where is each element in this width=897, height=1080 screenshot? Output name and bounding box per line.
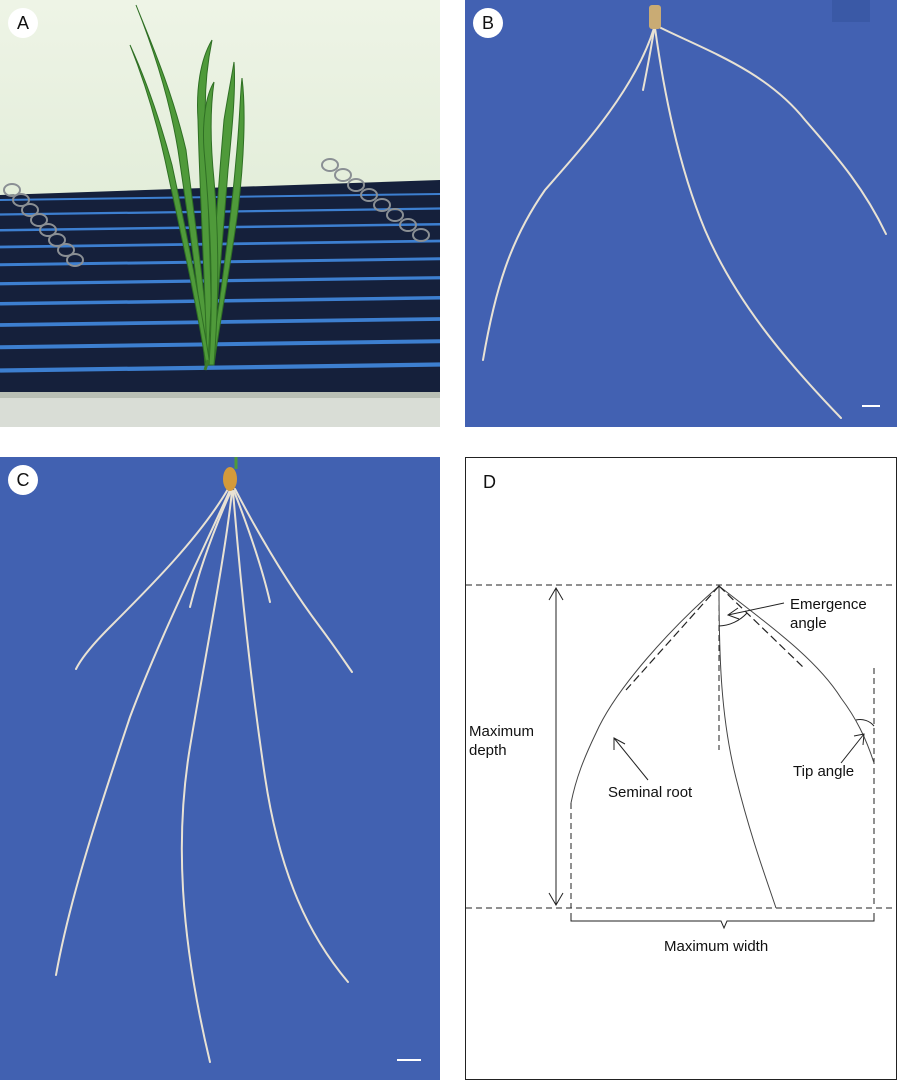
diagram-roots: [570, 585, 875, 909]
tray-stripe: [0, 339, 440, 350]
emergence-label-line1: Emergence: [790, 596, 867, 613]
panel-c-roots: [55, 488, 353, 1063]
pointer-arrows: [613, 602, 865, 781]
tray-clip: [412, 228, 430, 242]
panel-d-schematic: D: [465, 457, 897, 1080]
tray-clip: [373, 198, 391, 212]
panel-d-letter: D: [483, 472, 496, 492]
emergence-label-line2: angle: [790, 615, 827, 632]
tray-stripe: [0, 276, 440, 286]
tray-clip: [66, 253, 84, 267]
max-depth-label-line1: Maximum: [469, 723, 534, 740]
tray-clip: [57, 243, 75, 257]
tip-angle-label: Tip angle: [793, 763, 854, 780]
seed: [223, 467, 237, 491]
panel-c-image: [0, 457, 440, 1080]
panel-c-letter: C: [8, 465, 38, 495]
tray-clip: [39, 223, 57, 237]
tray-clip: [21, 203, 39, 217]
seminal-root-label: Seminal root: [608, 784, 693, 801]
max-depth-arrow: [548, 587, 564, 906]
right-tangent-line: [718, 585, 805, 669]
panel-b-letter: B: [473, 8, 503, 38]
tray-clip: [360, 188, 378, 202]
tip-angle-arc: [855, 719, 875, 727]
panel-a-letter: A: [8, 8, 38, 38]
panel-b-root-photo: B: [465, 0, 897, 427]
tray-clip: [3, 183, 21, 197]
tray-clip: [334, 168, 352, 182]
tray-clip: [48, 233, 66, 247]
tray-stripe: [0, 362, 440, 373]
tray-clips: [3, 158, 430, 267]
seed: [649, 5, 661, 29]
tray-clip: [347, 178, 365, 192]
tray-clip: [399, 218, 417, 232]
panel-c-root-photo: C: [0, 457, 440, 1080]
max-depth-label-line2: depth: [469, 742, 507, 759]
panel-a-seedling-photo: A: [0, 0, 440, 427]
seedling-leaves: [129, 4, 245, 366]
panel-a-image: [0, 0, 440, 427]
tray-clip: [30, 213, 48, 227]
left-tangent-line: [625, 585, 720, 691]
tray-clip: [12, 193, 30, 207]
panel-b-roots: [482, 25, 887, 419]
emergence-angle-arc: [718, 612, 748, 627]
panel-d-diagram: D: [466, 472, 896, 955]
tray-clip: [386, 208, 404, 222]
max-width-label: Maximum width: [664, 938, 768, 955]
tray-clip: [321, 158, 339, 172]
max-width-brace: [570, 913, 875, 930]
panel-b-image: [465, 0, 897, 427]
